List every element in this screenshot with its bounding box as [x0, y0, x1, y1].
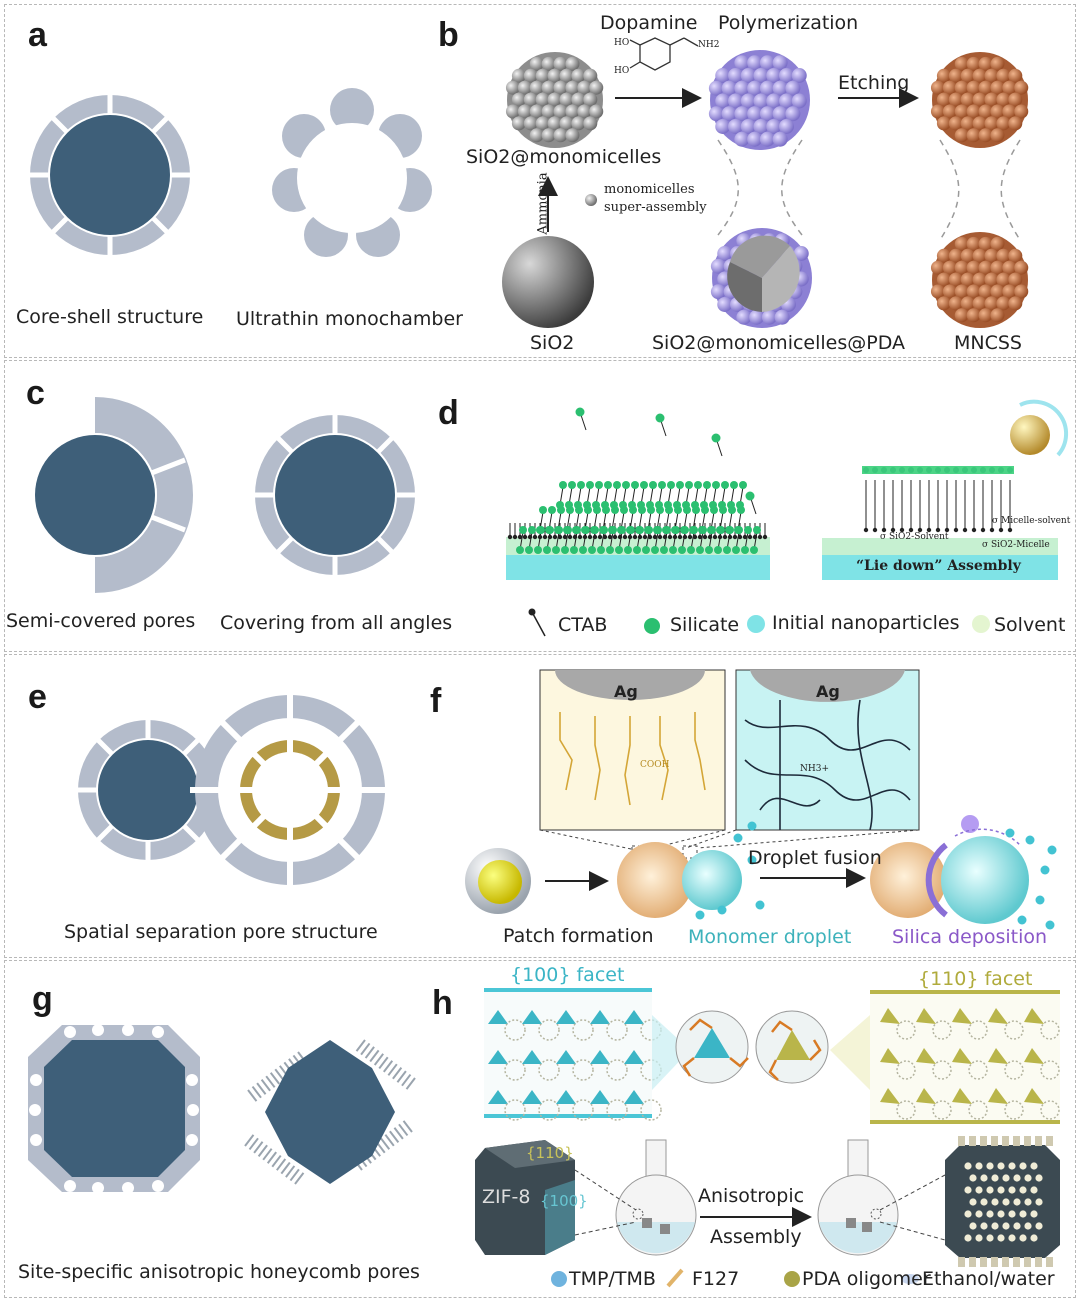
- legend-tmp-tmb: TMP/TMB: [569, 1268, 656, 1290]
- sio2-core-sphere: [502, 236, 594, 328]
- label-etching: Etching: [838, 72, 910, 94]
- diamond-anisotropic-pores: [244, 1039, 416, 1185]
- panel-label-g: g: [32, 980, 53, 1018]
- label-sio2-monomicelles: SiO2@monomicelles: [466, 146, 662, 168]
- zoom-cone-100: [652, 1015, 690, 1090]
- connection-dashes: [717, 139, 1021, 241]
- label-nh3: NH3+: [800, 764, 829, 774]
- legend-ethanol-water: Ethanol/water: [922, 1268, 1055, 1290]
- legend-f127: F127: [692, 1268, 740, 1290]
- label-monomicelles: monomicelles: [604, 182, 695, 197]
- zif8-crystal: [475, 1140, 575, 1255]
- panel-label-d: d: [438, 394, 459, 432]
- sio2-monomicelles-sphere: [505, 52, 604, 148]
- facet-110-lattice: [870, 990, 1060, 1124]
- ag-cooh-zoom: [539, 669, 726, 831]
- monomicelle-dot: [585, 194, 597, 206]
- label-sio2: SiO2: [530, 332, 575, 354]
- silica-deposition-particle: [870, 815, 1029, 924]
- yellow-core-particle: [465, 848, 531, 914]
- caption-core-shell: Core-shell structure: [16, 306, 204, 328]
- mncss-cutaway-sphere: [930, 232, 1029, 328]
- label-sigma-sm: σ SiO2-Micelle: [982, 540, 1050, 550]
- label-ho2: HO: [614, 66, 630, 76]
- legend-ctab: CTAB: [558, 614, 608, 636]
- panel-label-b: b: [438, 16, 459, 54]
- core-shell-structure: [25, 90, 195, 260]
- h-legend-marks: [551, 1268, 919, 1288]
- label-nh2: NH2: [698, 40, 720, 50]
- label-droplet-fusion: Droplet fusion: [748, 847, 882, 869]
- label-silica-deposition: Silica deposition: [892, 926, 1048, 948]
- ag-amine-zoom: [735, 669, 920, 831]
- caption-spatial-separation: Spatial separation pore structure: [64, 921, 378, 943]
- legend-silicate: Silicate: [670, 614, 740, 636]
- label-facet-110: {110} facet: [918, 968, 1033, 990]
- label-zif-110: {110}: [526, 1144, 574, 1162]
- micelle-assembly-left: [506, 407, 770, 580]
- panel-label-h: h: [432, 984, 453, 1022]
- label-ho1: HO: [614, 38, 630, 48]
- label-ag-left: Ag: [614, 682, 638, 701]
- caption-covering-all: Covering from all angles: [220, 612, 453, 634]
- semi-covered-pores: [33, 397, 193, 593]
- label-sigma-ms: σ Micelle-solvent: [992, 516, 1071, 526]
- d-legend-marks: [528, 608, 990, 637]
- label-sio2-pda: SiO2@monomicelles@PDA: [652, 332, 906, 354]
- honeycomb-crystal: [945, 1136, 1060, 1267]
- tetrahedral-zoom-circles: [675, 1010, 829, 1084]
- label-lie-down: “Lie down” Assembly: [856, 558, 1021, 574]
- panel-label-f: f: [430, 682, 442, 720]
- covering-from-all-angles: [250, 410, 420, 580]
- pda-sphere: [708, 50, 810, 150]
- panel-label-a: a: [28, 16, 47, 54]
- label-facet-100: {100} facet: [510, 964, 625, 986]
- label-dopamine: Dopamine: [600, 12, 698, 34]
- dopamine-molecule: [629, 37, 699, 71]
- label-polymerization: Polymerization: [718, 12, 859, 34]
- patch-droplet-pair: [617, 842, 742, 918]
- label-patch-formation: Patch formation: [503, 925, 654, 947]
- monomer-dots: [695, 821, 1057, 930]
- label-cooh: COOH: [640, 760, 670, 770]
- label-monomer-droplet: Monomer droplet: [688, 926, 852, 948]
- label-super-assembly: super-assembly: [604, 200, 707, 215]
- panel-label-e: e: [28, 678, 47, 716]
- label-zif8: ZIF-8: [482, 1186, 531, 1208]
- legend-pda-oligomer: PDA oligomer: [802, 1268, 931, 1290]
- flask-left: [615, 1139, 697, 1256]
- caption-semi-covered: Semi-covered pores: [6, 610, 196, 632]
- legend-solvent: Solvent: [994, 614, 1066, 636]
- zif-dash-lines: [574, 1169, 946, 1241]
- label-anisotropic: Anisotropic: [698, 1185, 805, 1207]
- label-ammonia: Ammonia: [535, 172, 551, 235]
- lie-down-assembly: [822, 466, 1058, 580]
- mncss-sphere: [930, 52, 1029, 148]
- panel-label-c: c: [26, 374, 45, 412]
- nanoparticle-icon: [1010, 399, 1069, 457]
- legend-initial-nanoparticles: Initial nanoparticles: [772, 612, 960, 634]
- label-zif-100: {100}: [540, 1192, 588, 1210]
- label-sigma-ss: σ SiO2-Solvent: [880, 532, 949, 542]
- label-assembly: Assembly: [710, 1226, 802, 1248]
- label-mncss: MNCSS: [954, 332, 1022, 354]
- truncated-cube-uniform-pores: [28, 1024, 200, 1194]
- ultrathin-monochamber: [272, 88, 432, 257]
- facet-100-lattice: [484, 988, 662, 1121]
- zoom-cone-110: [830, 1015, 870, 1090]
- caption-site-specific: Site-specific anisotropic honeycomb pore…: [18, 1261, 420, 1283]
- pda-cutaway-sphere: [710, 228, 812, 328]
- label-ag-right: Ag: [816, 682, 840, 701]
- spatial-separation-structure: [74, 690, 390, 890]
- flask-right: [817, 1139, 899, 1256]
- caption-ultrathin: Ultrathin monochamber: [236, 308, 463, 330]
